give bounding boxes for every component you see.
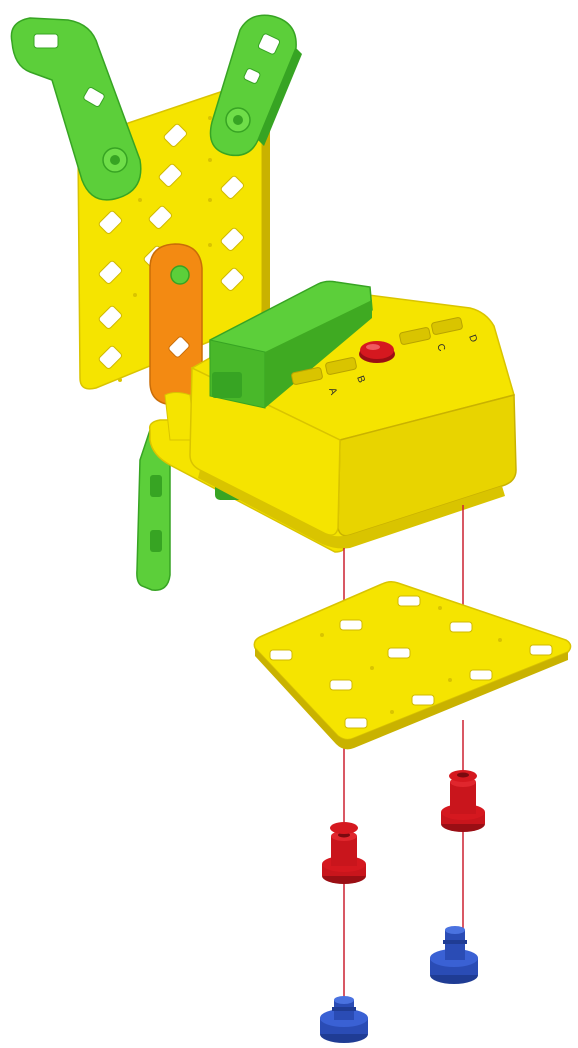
blue-peg-right bbox=[430, 926, 478, 984]
green-left-arm bbox=[11, 18, 140, 200]
red-connector-pin-left bbox=[322, 822, 366, 884]
yellow-trapezoid-plate bbox=[254, 582, 570, 750]
red-power-button bbox=[359, 341, 395, 363]
green-right-arm bbox=[210, 15, 302, 155]
blue-peg-left bbox=[320, 996, 368, 1043]
red-connector-pin-right bbox=[441, 770, 485, 832]
